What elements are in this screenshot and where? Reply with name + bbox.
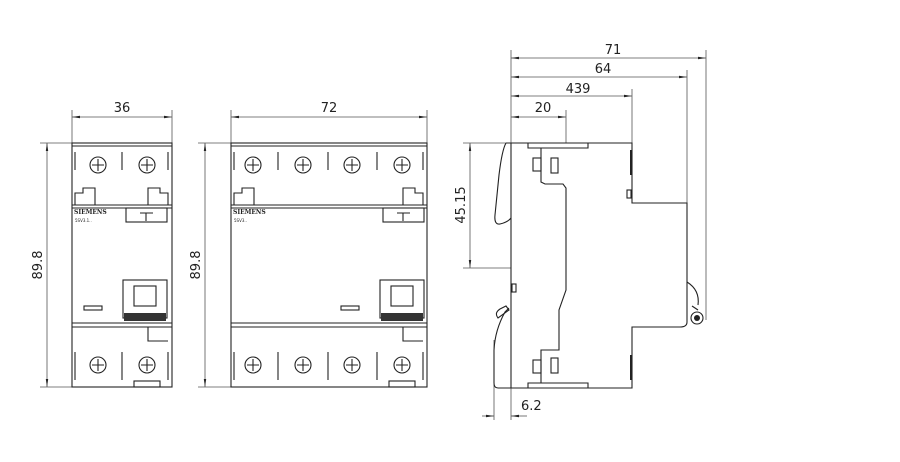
terminal-screw-icon xyxy=(89,156,107,174)
dimension-439: 439 xyxy=(511,82,633,143)
dim-label-71: 71 xyxy=(605,43,622,58)
brand-logo: SIEMENS xyxy=(233,209,266,216)
dimension-45-15: 45.15 xyxy=(454,142,511,269)
dim-label-20: 20 xyxy=(535,101,552,116)
dimension-6-2: 6.2 xyxy=(482,340,542,420)
dim-label-72: 72 xyxy=(321,101,338,116)
dimension-64: 64 xyxy=(511,62,688,203)
brand-logo: SIEMENS xyxy=(74,209,107,216)
dimension-width-72: 72 xyxy=(230,101,428,143)
side-view: 71 64 439 20 45.15 6.2 xyxy=(454,43,707,420)
model-label: 5SV3.1.. xyxy=(75,218,92,223)
terminal-screw-icon xyxy=(89,356,107,374)
terminal-screw-icon xyxy=(244,356,262,374)
indicator-window xyxy=(340,305,360,311)
model-label: 5SV3.. xyxy=(234,218,247,223)
dim-label-439: 439 xyxy=(566,82,591,97)
dim-label-89-8: 89.8 xyxy=(31,251,46,280)
terminal-screw-icon xyxy=(393,156,411,174)
terminal-screw-icon xyxy=(294,356,312,374)
dimension-20: 20 xyxy=(511,101,567,143)
dim-label-6-2: 6.2 xyxy=(521,399,542,414)
terminal-screw-icon xyxy=(343,156,361,174)
dim-label-64: 64 xyxy=(595,62,612,77)
test-knob-icon xyxy=(686,281,704,325)
terminal-screw-icon xyxy=(393,356,411,374)
terminal-screws xyxy=(244,156,411,374)
dim-label-36: 36 xyxy=(114,101,131,116)
dimension-height-89-8: 89.8 xyxy=(189,142,231,388)
front-view-2pole: 36 89.8 SIEMENS 5SV3.1.. xyxy=(31,101,173,388)
dim-label-45-15: 45.15 xyxy=(454,186,469,223)
terminal-screw-icon xyxy=(294,156,312,174)
terminal-screw-icon xyxy=(138,156,156,174)
terminal-screw-icon xyxy=(138,356,156,374)
dimension-71: 71 xyxy=(511,43,707,320)
test-button-lever xyxy=(122,279,168,321)
front-view-4pole: 72 89.8 SIEMENS 5SV3.. xyxy=(189,101,428,388)
dimension-height-89-8: 89.8 xyxy=(31,142,72,388)
dimension-width-36: 36 xyxy=(71,101,173,143)
terminal-screw-icon xyxy=(244,156,262,174)
test-button-lever xyxy=(379,279,425,321)
terminal-screw-icon xyxy=(343,356,361,374)
dim-label-89-8: 89.8 xyxy=(189,251,204,280)
indicator-window xyxy=(83,305,103,311)
